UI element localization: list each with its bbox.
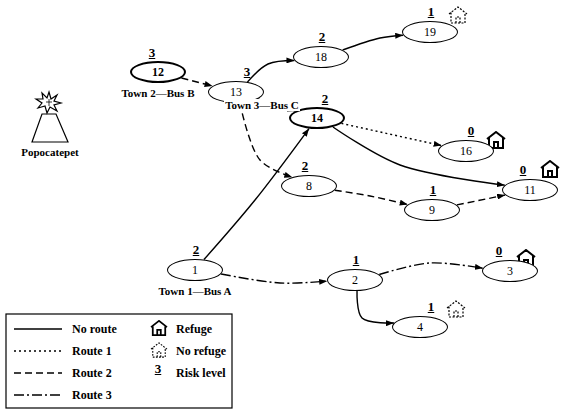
legend-sample-dotted	[14, 350, 62, 352]
location-number: 13	[230, 86, 242, 98]
location-ellipse: 82	[281, 175, 337, 197]
legend-text: Risk level	[176, 367, 226, 379]
risk-level: 1	[430, 183, 437, 196]
location-number: 14	[311, 112, 323, 124]
location-ellipse: 91	[404, 199, 460, 221]
location-number: 8	[306, 180, 312, 192]
place-label: Town 3—Bus C	[224, 99, 300, 111]
location-ellipse: 12	[167, 259, 223, 281]
location-number: 9	[429, 204, 435, 216]
risk-level: 2	[319, 30, 326, 43]
refuge-icon	[541, 161, 559, 177]
legend-no-refuge-icon	[151, 343, 167, 357]
location-ellipse: 21	[327, 269, 383, 291]
risk-level: 1	[353, 253, 360, 266]
location-number: 1	[192, 264, 198, 276]
no-refuge-icon	[449, 7, 467, 23]
place-label: Popocatepet	[20, 146, 79, 158]
location-ellipse: 182	[293, 46, 349, 68]
legend-sample-dashed	[14, 372, 62, 374]
legend-text: Route 1	[72, 345, 112, 357]
risk-level: 2	[193, 243, 200, 256]
location-number: 4	[417, 321, 423, 333]
location-ellipse: 41	[392, 316, 448, 338]
route-connector	[240, 103, 292, 177]
risk-level: 0	[468, 124, 475, 137]
risk-level: 0	[520, 163, 527, 176]
location-number: 11	[524, 184, 536, 196]
route-connector	[335, 190, 408, 204]
route-connector	[181, 78, 212, 86]
route-connector	[333, 127, 505, 185]
location-number: 3	[507, 265, 513, 277]
location-number: 18	[315, 51, 327, 63]
location-number: 19	[424, 26, 436, 38]
risk-level: 3	[149, 46, 156, 59]
route-connector	[357, 291, 394, 323]
route-connector	[379, 263, 483, 275]
volcano-symbol	[32, 92, 68, 142]
risk-level: 3	[244, 65, 251, 78]
legend-text: Route 2	[72, 367, 112, 379]
location-ellipse: 30	[482, 260, 538, 282]
legend-text: No route	[72, 323, 117, 335]
risk-level: 2	[322, 92, 329, 105]
legend-risk-sample: 3	[154, 362, 163, 376]
legend-text: Refuge	[176, 323, 212, 335]
place-label: Town 2—Bus B	[121, 87, 196, 99]
no-refuge-icon	[447, 301, 465, 317]
location-number: 2	[352, 274, 358, 286]
route-connector	[247, 61, 294, 82]
route-connector	[221, 274, 327, 283]
legend-box	[6, 314, 232, 408]
location-ellipse: 110	[502, 179, 558, 201]
legend-text: Route 3	[72, 389, 112, 401]
place-label: Town 1—Bus A	[158, 285, 233, 297]
route-connector	[343, 35, 404, 50]
legend-text: No refuge	[176, 345, 226, 357]
legend-refuge-icon	[151, 321, 167, 335]
location-number: 16	[460, 145, 472, 157]
location-ellipse: 160	[438, 140, 494, 162]
risk-level: 2	[302, 159, 309, 172]
risk-level: 1	[428, 300, 435, 313]
location-number: 12	[152, 66, 164, 78]
legend-sample-solid	[14, 328, 62, 329]
risk-level: 1	[428, 5, 435, 18]
legend-sample-dashdot	[14, 394, 62, 396]
location-ellipse: 191	[402, 21, 458, 43]
risk-level: 0	[496, 244, 503, 257]
route-connector	[457, 195, 505, 205]
location-ellipse: 123	[130, 61, 186, 83]
